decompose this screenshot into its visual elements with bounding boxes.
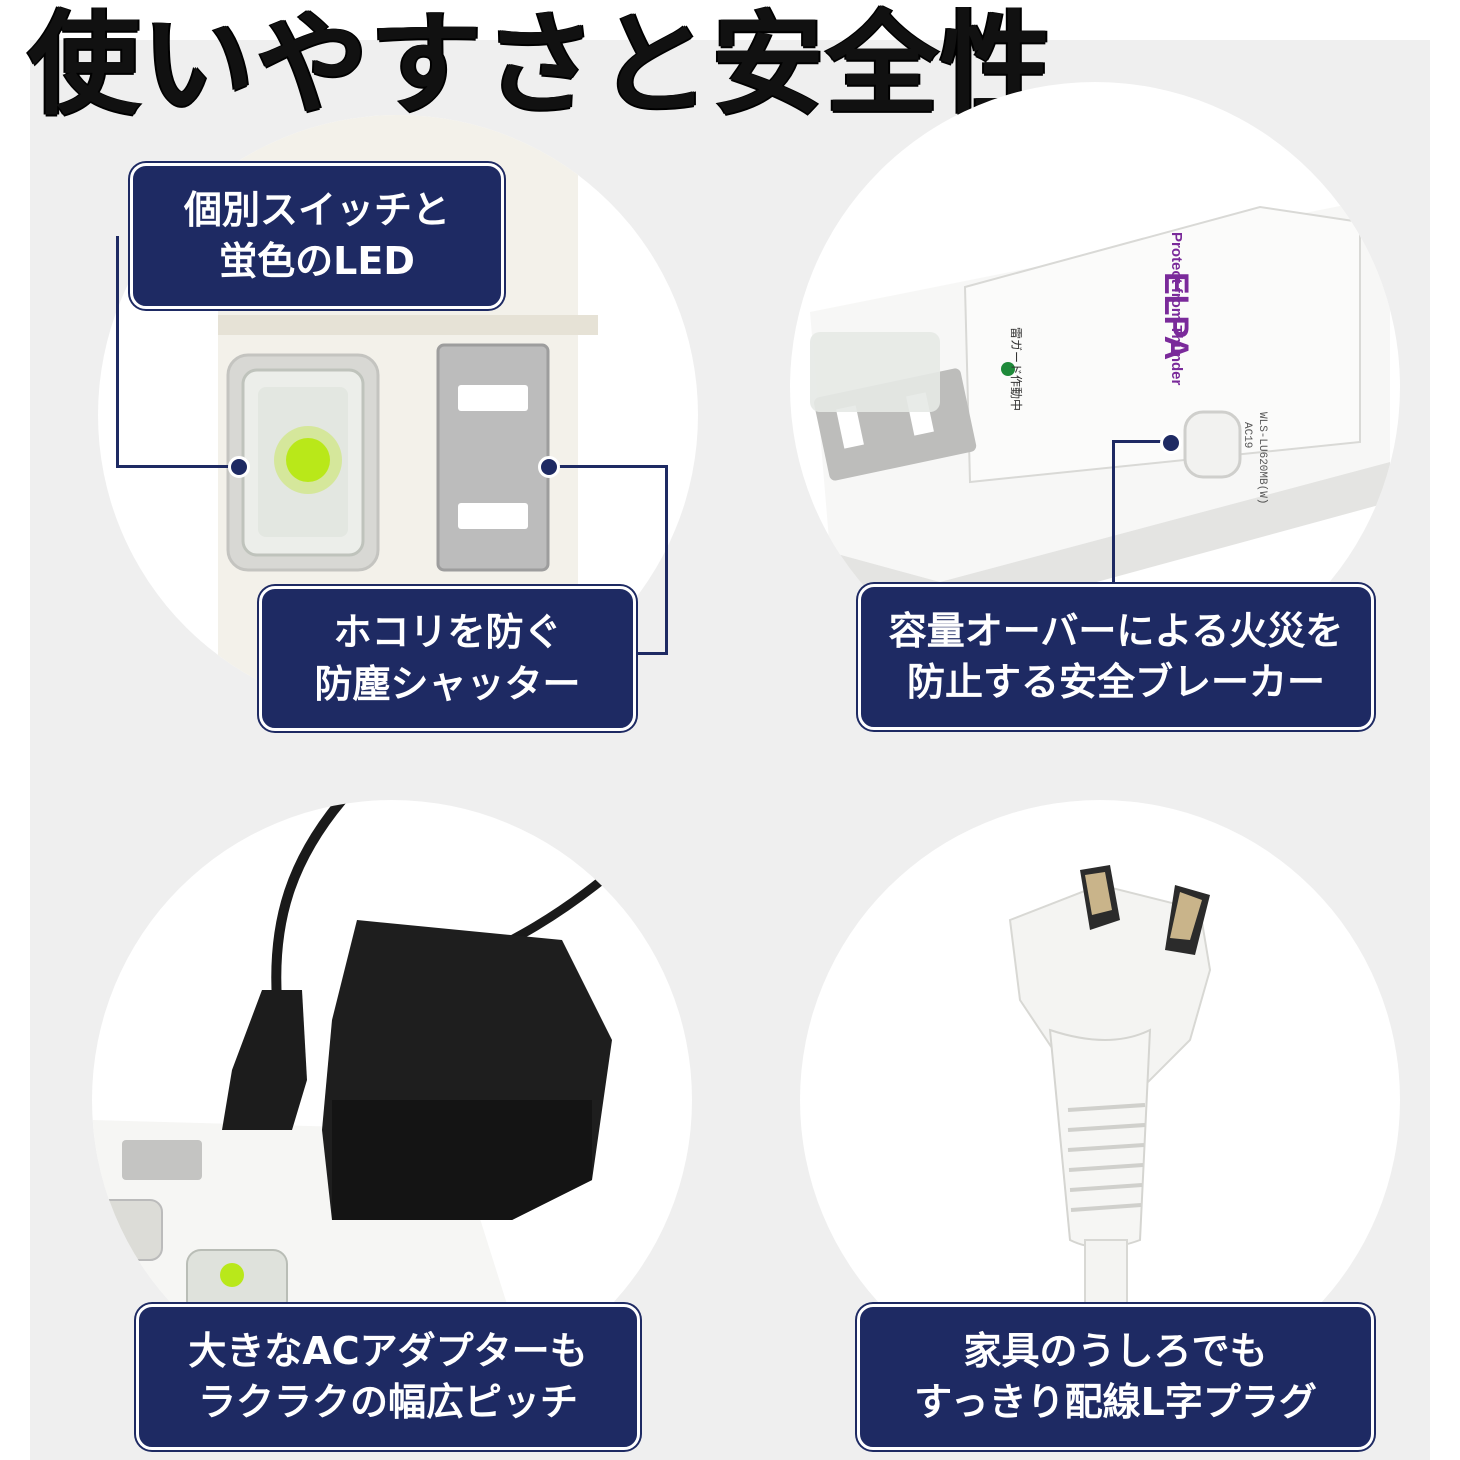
feature-text-line: 防塵シャッター	[314, 661, 581, 706]
indicator-text: 雷ガード作動中	[1009, 327, 1023, 412]
connector-line	[630, 652, 668, 655]
page-title: 使いやすさと安全性	[28, 0, 1054, 130]
feature-label-l-plug: 家具のうしろでも すっきり配線L字プラグ	[857, 1304, 1374, 1450]
feature-text-line: 蛍色のLED	[219, 239, 415, 283]
model-number-text: WLS-LU620MB(W)	[1256, 412, 1268, 505]
feature-label-switch-led: 個別スイッチと 蛍色のLED	[130, 163, 504, 309]
brand-tagline: Protect from Thunder	[1168, 232, 1185, 386]
surge-protector-image	[810, 202, 1390, 622]
feature-label-dust-shutter: ホコリを防ぐ 防塵シャッター	[259, 586, 636, 731]
feature-text-line: 大きなACアダプターも	[188, 1328, 588, 1373]
connector-line	[116, 465, 238, 468]
feature-text-line: 家具のうしろでも	[963, 1328, 1268, 1373]
connector-line	[1112, 440, 1172, 443]
photo-l-plug	[800, 800, 1400, 1400]
connector-line	[665, 465, 668, 655]
pointer-dot	[538, 456, 560, 478]
feature-text-line: ホコリを防ぐ	[333, 610, 562, 655]
feature-text-line: ラクラクの幅広ピッチ	[197, 1380, 578, 1424]
feature-label-wide-pitch: 大きなACアダプターも ラクラクの幅広ピッチ	[136, 1304, 640, 1450]
l-shaped-plug-image	[1008, 865, 1212, 1400]
feature-text-line: 容量オーバーによる火災を	[888, 608, 1344, 653]
feature-text-line: 個別スイッチと	[183, 187, 450, 232]
feature-text-line: すっきり配線L字プラグ	[914, 1380, 1317, 1424]
pointer-dot	[1160, 432, 1182, 454]
photo-ac-adapter	[92, 800, 692, 1400]
pointer-dot	[228, 456, 250, 478]
feature-label-breaker: 容量オーバーによる火災を 防止する安全ブレーカー	[858, 584, 1374, 730]
sub-model-text: AC19	[1241, 422, 1253, 449]
feature-text-line: 防止する安全ブレーカー	[906, 660, 1325, 704]
connector-line	[1112, 440, 1115, 590]
connector-line	[116, 236, 119, 468]
connector-line	[550, 465, 668, 468]
